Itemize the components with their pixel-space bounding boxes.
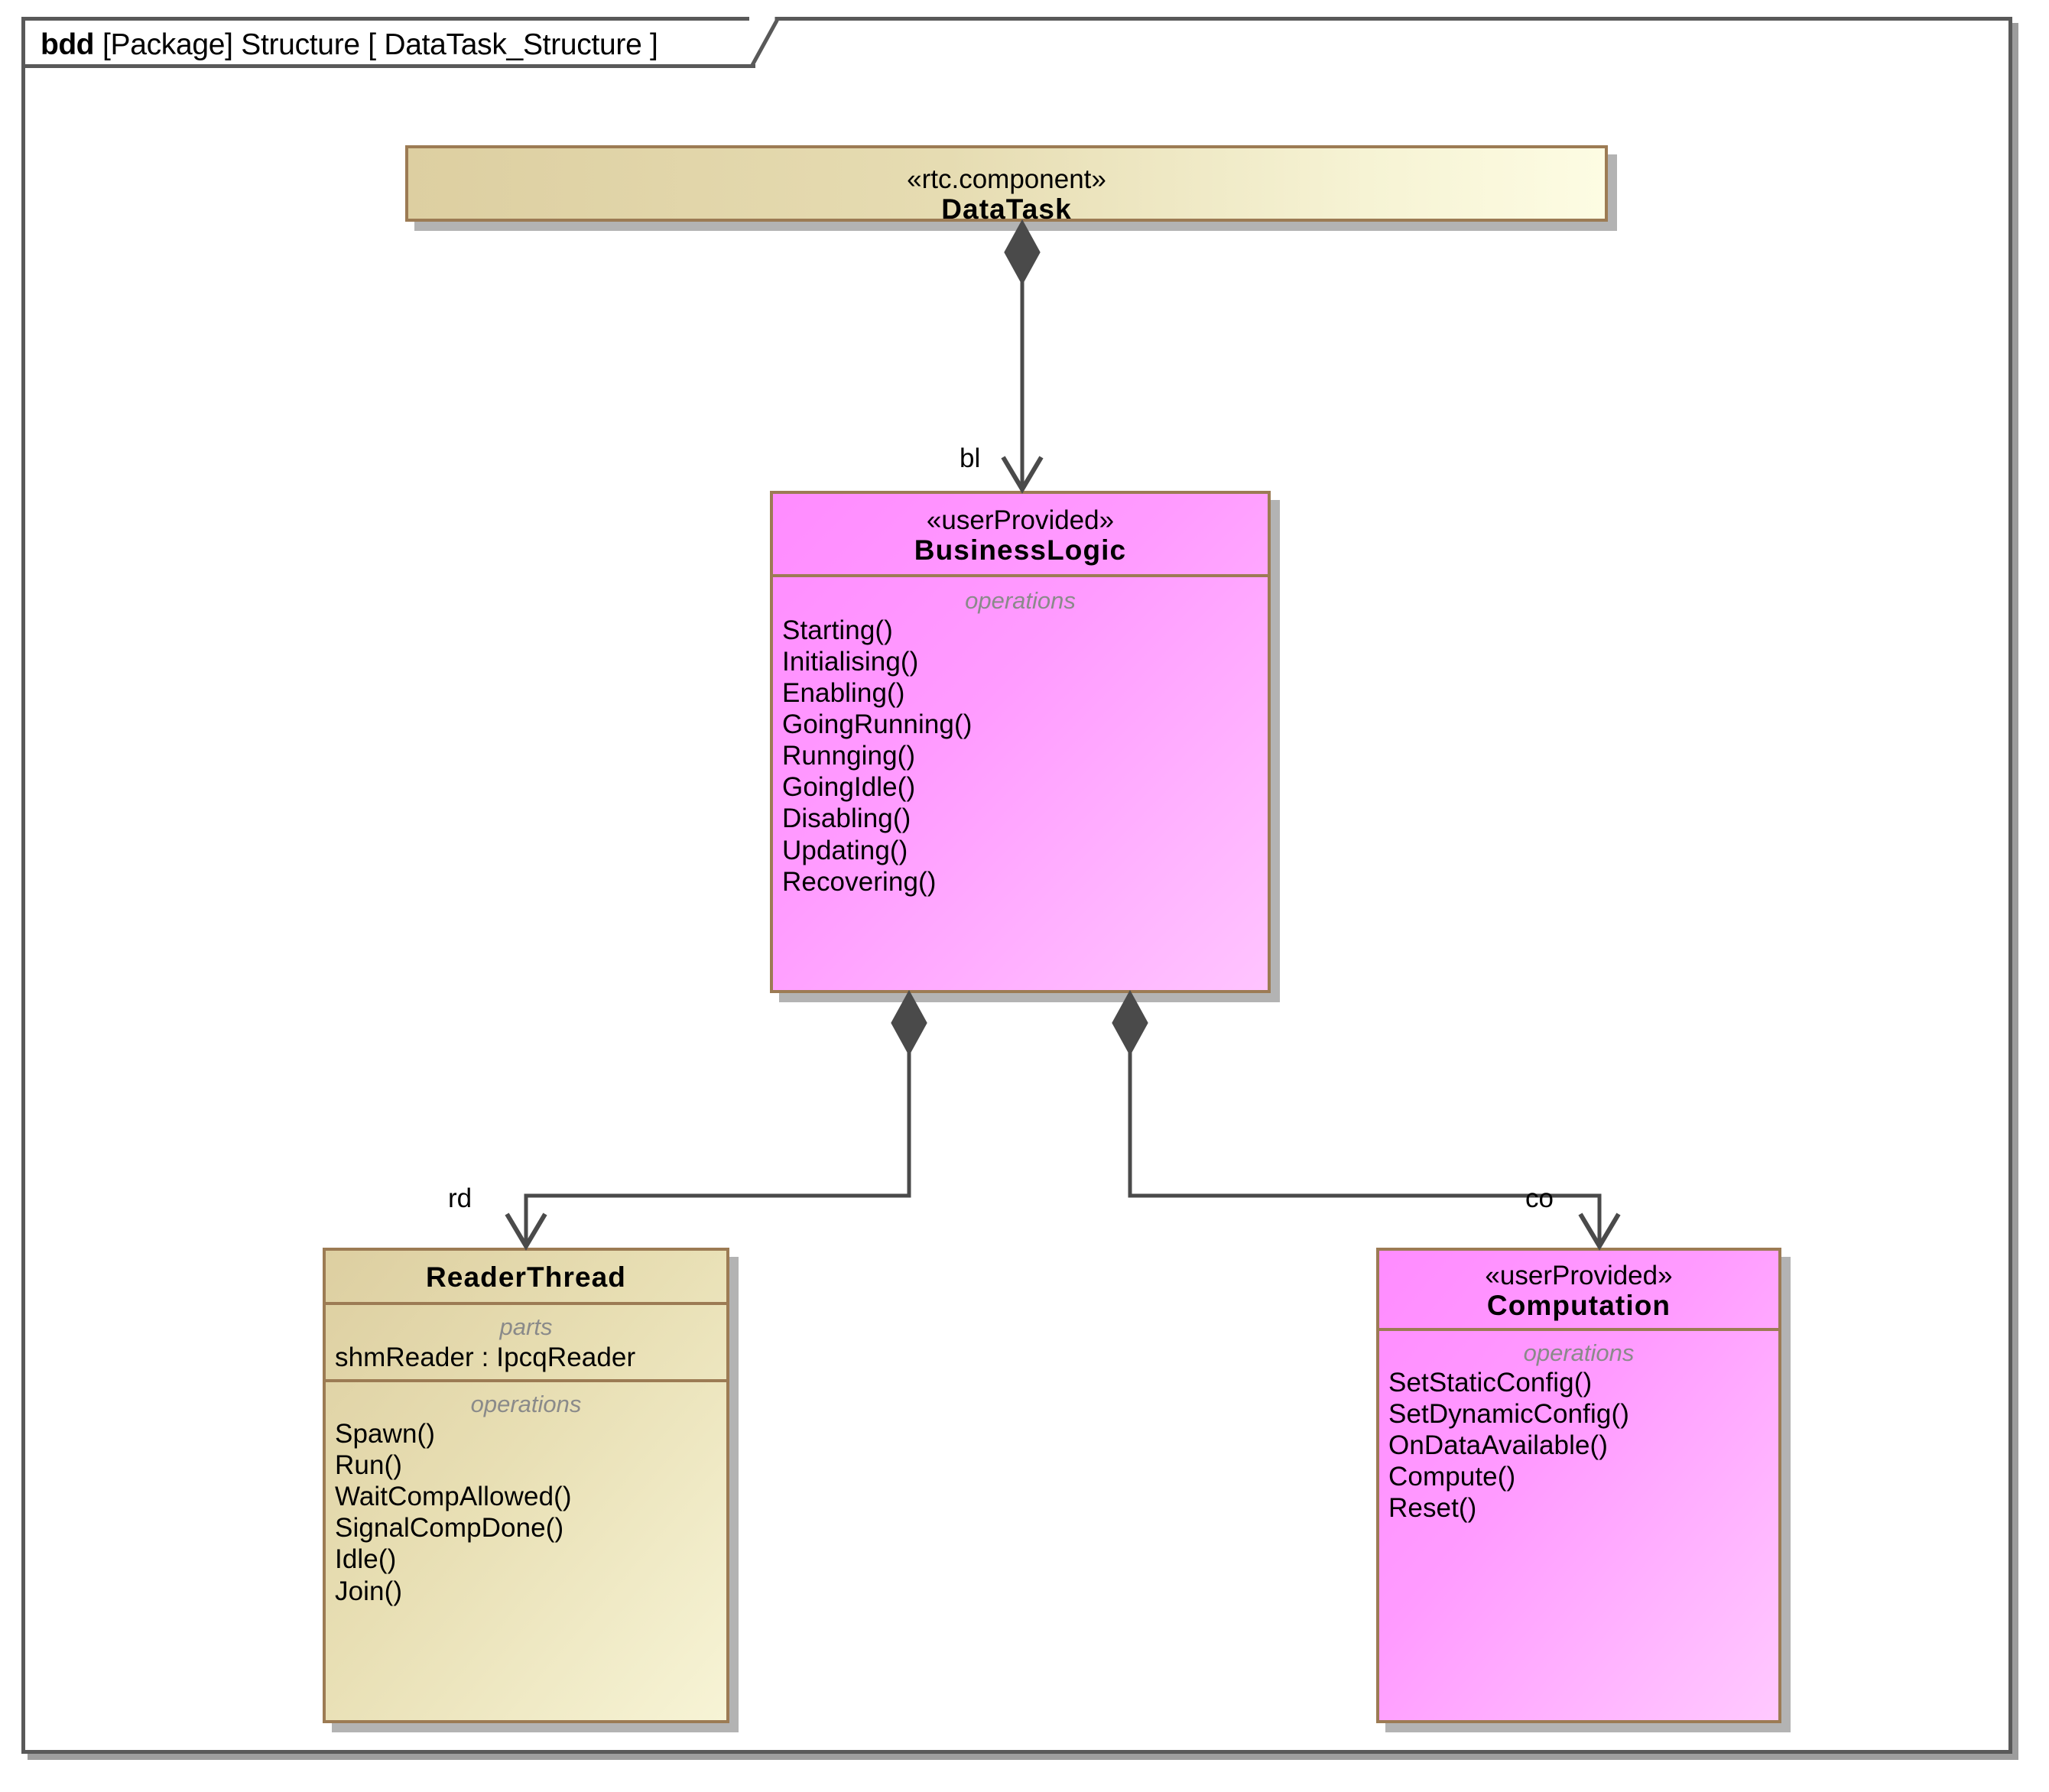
- readerthread-parts-list: shmReader : IpcqReader: [326, 1342, 726, 1373]
- operation-item: Starting(): [782, 615, 893, 645]
- readerthread-parts-compartment: parts shmReader : IpcqReader: [326, 1302, 726, 1378]
- datatask-header: «rtc.component» DataTask: [408, 148, 1605, 226]
- operation-item: Initialising(): [782, 646, 919, 677]
- readerthread-parts-label: parts: [499, 1313, 553, 1341]
- block-businesslogic[interactable]: «userProvided» BusinessLogic operations …: [770, 491, 1271, 993]
- readerthread-operations-list: Spawn()Run()WaitCompAllowed()SignalCompD…: [326, 1418, 726, 1607]
- computation-operations-compartment: operations SetStaticConfig()SetDynamicCo…: [1379, 1327, 1778, 1524]
- operation-item: Join(): [335, 1576, 403, 1606]
- readerthread-operations-compartment: operations Spawn()Run()WaitCompAllowed()…: [326, 1378, 726, 1607]
- operation-item: WaitCompAllowed(): [335, 1482, 572, 1512]
- datatask-name: DataTask: [941, 193, 1072, 226]
- operation-item: Idle(): [335, 1544, 397, 1575]
- connector-label-bl: bl: [960, 443, 981, 473]
- computation-name: Computation: [1486, 1290, 1671, 1322]
- frame-heading: bdd [Package] Structure [ DataTask_Struc…: [21, 17, 794, 69]
- frame-heading-underline: [21, 64, 755, 68]
- readerthread-header: ReaderThread: [326, 1251, 726, 1302]
- frame-heading-text: [Package] Structure [ DataTask_Structure…: [102, 28, 658, 61]
- frame-heading-kind: bdd: [41, 28, 94, 61]
- frame-heading-corner-icon: [749, 17, 779, 68]
- operation-item: SetDynamicConfig(): [1388, 1398, 1629, 1429]
- connector-label-co: co: [1525, 1183, 1554, 1213]
- businesslogic-name: BusinessLogic: [914, 534, 1127, 566]
- operation-item: SetStaticConfig(): [1388, 1367, 1593, 1398]
- computation-stereotype: «userProvided»: [1485, 1261, 1673, 1290]
- block-computation[interactable]: «userProvided» Computation operations Se…: [1376, 1248, 1781, 1723]
- operation-item: OnDataAvailable(): [1388, 1430, 1609, 1460]
- operation-item: Recovering(): [782, 866, 937, 897]
- operation-item: SignalCompDone(): [335, 1513, 564, 1544]
- businesslogic-operations-compartment: operations Starting()Initialising()Enabl…: [773, 573, 1268, 898]
- operation-item: GoingRunning(): [782, 709, 973, 740]
- businesslogic-stereotype: «userProvided»: [926, 505, 1115, 535]
- operation-item: Runnging(): [782, 741, 916, 771]
- readerthread-operations-label: operations: [470, 1390, 582, 1417]
- computation-operations-list: SetStaticConfig()SetDynamicConfig()OnDat…: [1379, 1367, 1778, 1524]
- operation-item: Run(): [335, 1450, 403, 1481]
- operation-item: Compute(): [1388, 1462, 1516, 1492]
- readerthread-name: ReaderThread: [425, 1261, 626, 1293]
- businesslogic-operations-list: Starting()Initialising()Enabling()GoingR…: [773, 615, 1268, 898]
- operation-item: Disabling(): [782, 803, 911, 834]
- part-item: shmReader : IpcqReader: [335, 1342, 636, 1372]
- operation-item: GoingIdle(): [782, 772, 916, 803]
- businesslogic-operations-label: operations: [965, 586, 1076, 614]
- datatask-stereotype: «rtc.component»: [907, 164, 1106, 194]
- block-readerthread[interactable]: ReaderThread parts shmReader : IpcqReade…: [323, 1248, 729, 1723]
- connector-label-rd: rd: [448, 1183, 472, 1213]
- computation-operations-label: operations: [1523, 1339, 1635, 1366]
- block-datatask[interactable]: «rtc.component» DataTask: [405, 145, 1608, 225]
- operation-item: Updating(): [782, 835, 908, 865]
- operation-item: Enabling(): [782, 677, 905, 708]
- operation-item: Spawn(): [335, 1418, 436, 1449]
- operation-item: Reset(): [1388, 1493, 1477, 1524]
- businesslogic-header: «userProvided» BusinessLogic: [773, 494, 1268, 574]
- computation-header: «userProvided» Computation: [1379, 1251, 1778, 1328]
